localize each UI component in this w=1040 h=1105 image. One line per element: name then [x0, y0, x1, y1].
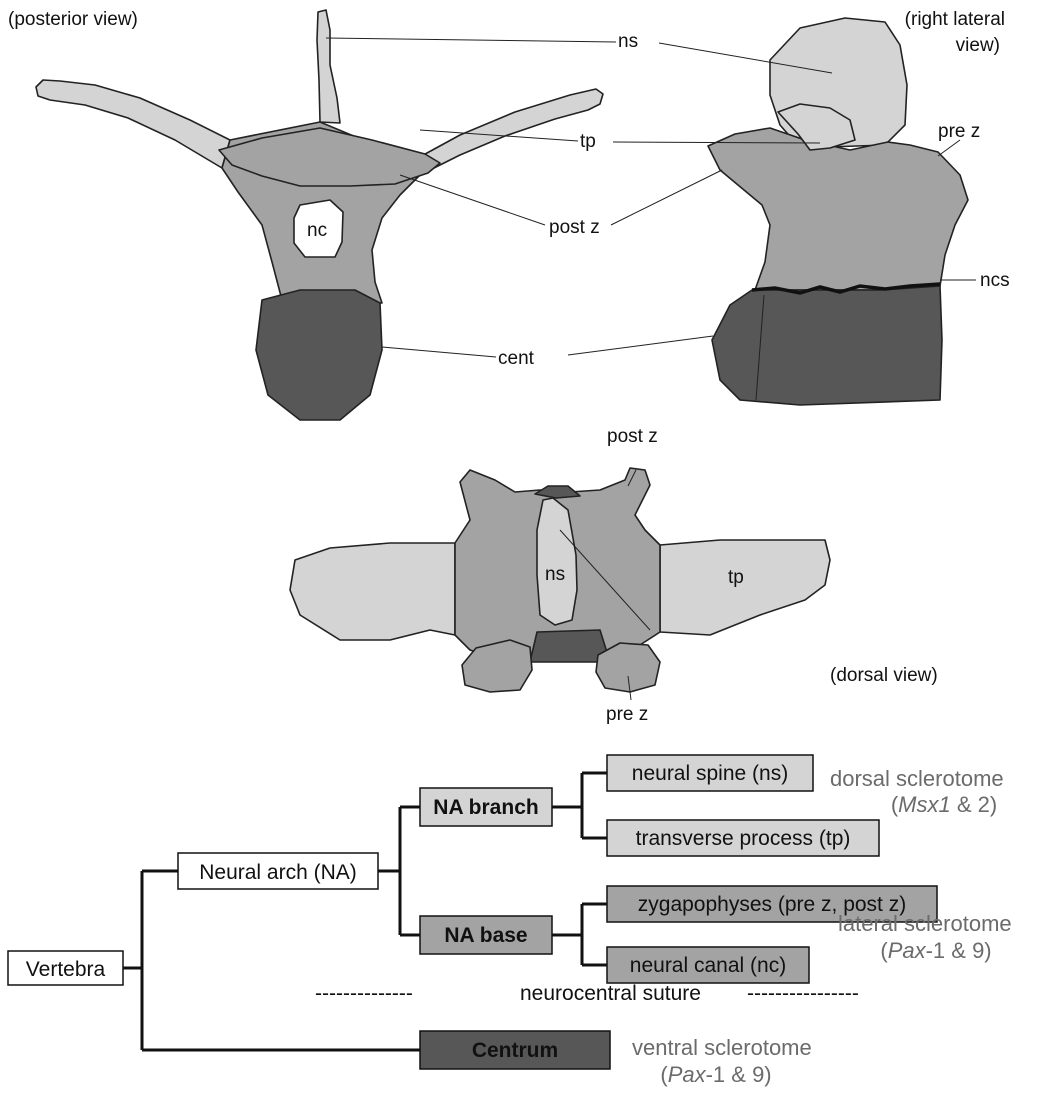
lateral-neural-arch	[708, 128, 968, 290]
ventral-sclerotome-genes: (Pax-1 & 9)	[660, 1062, 771, 1087]
suture-dashes-right: ----------------	[747, 982, 859, 1005]
tp-label: tp	[580, 131, 596, 152]
sclerotome-annotations: dorsal sclerotome (Msx1 & 2) lateral scl…	[632, 766, 1012, 1087]
lateral-view-caption-line1: (right lateral	[905, 9, 1005, 30]
cent-label: cent	[498, 348, 535, 369]
pre-z-label: pre z	[938, 121, 980, 142]
post-z-label: post z	[549, 217, 600, 238]
posterior-left-transverse-process	[36, 80, 230, 168]
nc-label: nc	[307, 220, 327, 241]
transverse-process-label: transverse process (tp)	[636, 827, 851, 850]
vertebra-label: Vertebra	[26, 958, 106, 981]
lateral-sclerotome-label: lateral sclerotome	[838, 911, 1012, 936]
ncs-label: ncs	[980, 270, 1010, 291]
dorsal-tp-label: tp	[728, 567, 744, 588]
lateral-centrum	[712, 286, 942, 405]
lateral-view-caption-line2: view)	[956, 35, 1000, 56]
neural-canal-label: neural canal (nc)	[630, 954, 786, 977]
lateral-view-illustration	[708, 18, 968, 405]
dorsal-sclerotome-label: dorsal sclerotome	[830, 766, 1004, 791]
neurocentral-suture-label: neurocentral suture	[520, 982, 701, 1005]
dorsal-post-z-label: post z	[607, 426, 658, 447]
na-branch-label: NA branch	[433, 796, 538, 819]
lateral-sclerotome-genes: (Pax-1 & 9)	[880, 938, 991, 963]
posterior-centrum	[256, 290, 382, 420]
dorsal-right-transverse-process	[660, 540, 830, 635]
ns-label: ns	[618, 31, 638, 52]
posterior-neural-spine	[317, 10, 340, 123]
na-base-label: NA base	[444, 924, 527, 947]
centrum-label: Centrum	[472, 1039, 558, 1062]
dorsal-left-transverse-process	[290, 543, 455, 640]
dorsal-view-caption: (dorsal view)	[830, 665, 938, 686]
ventral-sclerotome-label: ventral sclerotome	[632, 1035, 812, 1060]
hierarchy-tree: Vertebra Neural arch (NA) NA branch NA b…	[8, 755, 937, 1069]
suture-dashes-left: --------------	[315, 982, 413, 1005]
dorsal-sclerotome-genes: (Msx1 & 2)	[891, 792, 997, 817]
posterior-view-caption: (posterior view)	[8, 9, 138, 30]
neural-arch-label: Neural arch (NA)	[199, 861, 357, 884]
neural-spine-label: neural spine (ns)	[632, 762, 788, 785]
dorsal-pre-z-label: pre z	[606, 704, 648, 725]
dorsal-ns-label: ns	[545, 564, 565, 585]
dorsal-pre-z-right	[596, 643, 660, 692]
